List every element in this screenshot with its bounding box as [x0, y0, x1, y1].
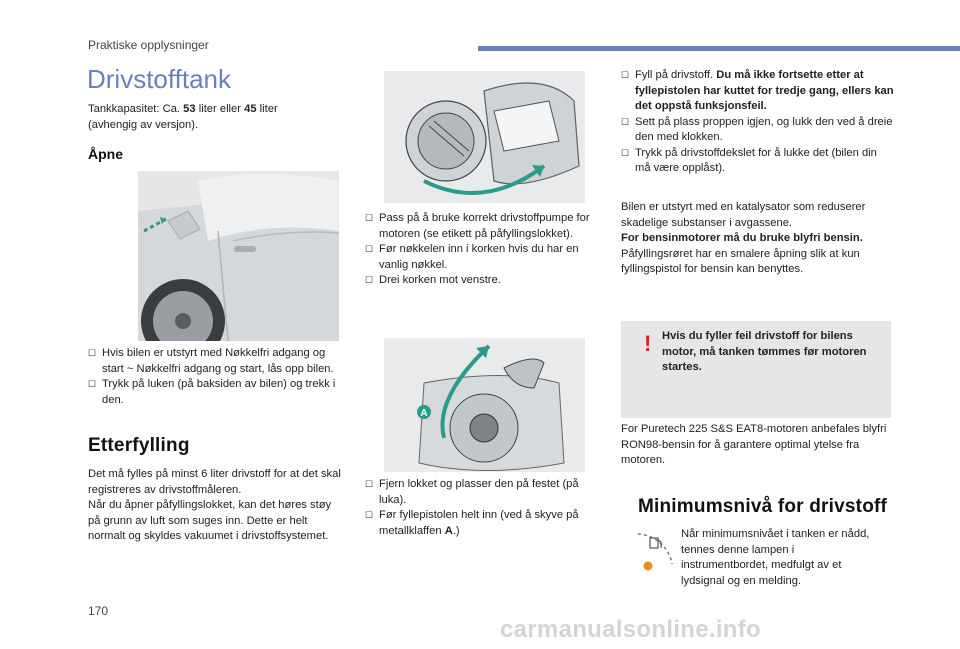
list-item: ☐Før fyllepistolen helt inn (ved å skyve…	[365, 508, 609, 539]
filler-neck-illustration: A	[384, 338, 585, 472]
warning-text: Hvis du fyller feil drivstoff for bilens…	[662, 330, 867, 373]
list-item: ☐Fjern lokket og plasser den på festet (…	[365, 477, 609, 508]
checkbox-bullet-icon: ☐	[621, 147, 630, 158]
list-item: ☐Trykk på luken (på baksiden av bilen) o…	[88, 377, 342, 408]
page-number: 170	[88, 604, 109, 618]
exclamation-icon: !	[644, 331, 652, 356]
list-item: ☐Fyll på drivstoff. Du må ikke fortsette…	[621, 68, 895, 115]
checkbox-bullet-icon: ☐	[88, 348, 97, 358]
refuel-steps: ☐Fyll på drivstoff. Du må ikke fortsette…	[621, 68, 895, 177]
min-level-heading: Minimumsnivå for drivstoff	[638, 496, 888, 517]
section-header: Praktiske opplysninger	[88, 38, 209, 52]
refuel-heading: Etterfylling	[88, 435, 190, 456]
checkbox-bullet-icon: ☐	[365, 244, 374, 254]
fuel-cap-illustration	[384, 71, 585, 203]
puretech-text: For Puretech 225 S&S EAT8-motoren anbefa…	[621, 423, 887, 466]
checkbox-bullet-icon: ☐	[365, 510, 374, 520]
min-level-text: Når minimumsnivået i tanken er nådd, ten…	[681, 528, 870, 587]
warning-box	[621, 321, 891, 418]
open-heading: Åpne	[88, 146, 123, 162]
checkbox-bullet-icon: ☐	[365, 479, 374, 489]
list-item: ☐Hvis bilen er utstyrt med Nøkkelfri adg…	[88, 346, 342, 377]
open-bullets: ☐Hvis bilen er utstyrt med Nøkkelfri adg…	[88, 346, 342, 408]
filler-bullets: ☐Fjern lokket og plasser den på festet (…	[365, 477, 609, 539]
checkbox-bullet-icon: ☐	[621, 116, 630, 127]
list-item: ☐Før nøkkelen inn i korken hvis du har e…	[365, 242, 609, 273]
page-title: Drivstofftank	[87, 64, 232, 94]
label-a: A	[420, 408, 427, 419]
checkbox-bullet-icon: ☐	[88, 379, 97, 389]
watermark: carmanualsonline.info	[500, 616, 762, 643]
checkbox-bullet-icon: ☐	[621, 70, 630, 80]
list-item: ☐Drei korken mot venstre.	[365, 273, 609, 289]
list-item: ☐Pass på å bruke korrekt drivstoffpumpe …	[365, 211, 609, 242]
checkbox-bullet-icon: ☐	[365, 275, 374, 285]
catalyst-text: Bilen er utstyrt med en katalysator som …	[621, 201, 866, 275]
checkbox-bullet-icon: ☐	[365, 213, 374, 223]
list-item: ☐Trykk på drivstoffdekslet for å lukke d…	[621, 146, 895, 177]
list-item: ☐Sett på plass proppen igjen, og lukk de…	[621, 115, 895, 146]
car-fuel-flap-illustration	[138, 171, 339, 341]
refuel-text: Det må fylles på minst 6 liter drivstoff…	[88, 468, 341, 542]
fuel-gauge-icon	[632, 528, 676, 572]
tank-capacity: Tankkapasitet: Ca. 53 liter eller 45 lit…	[88, 103, 278, 131]
header-bar	[478, 46, 960, 51]
cap-bullets: ☐Pass på å bruke korrekt drivstoffpumpe …	[365, 211, 609, 289]
